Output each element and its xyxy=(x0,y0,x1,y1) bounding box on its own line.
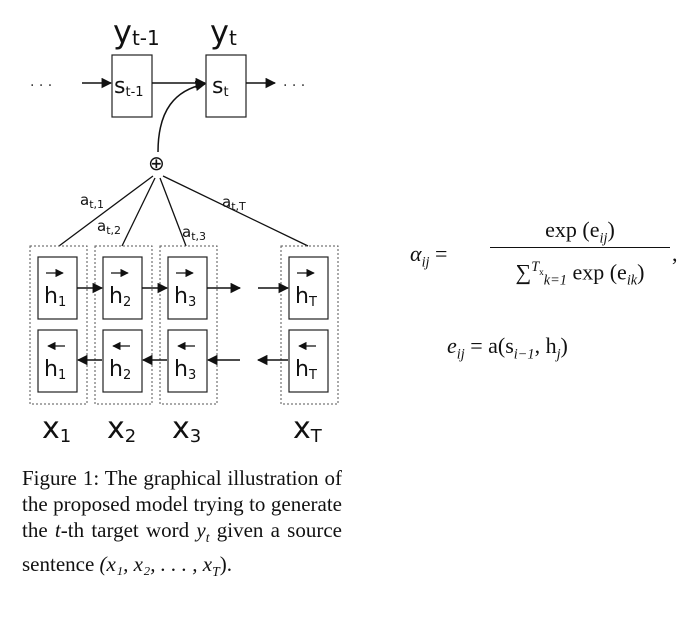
alpha-lhs: αij = xyxy=(410,241,448,271)
input-label-1: x1 xyxy=(42,411,71,447)
weight-label-T: at,T xyxy=(222,193,246,213)
input-label-3: x3 xyxy=(172,411,201,447)
svg-text:h2: h2 xyxy=(109,284,131,310)
encoder-column-3 xyxy=(159,245,218,405)
svg-text:h1: h1 xyxy=(44,284,66,310)
input-label-T: xT xyxy=(293,411,323,447)
encoder-column-2 xyxy=(94,245,153,405)
alpha-fraction: exp (eij) ∑Txk=1 exp (eik) xyxy=(490,215,670,289)
svg-text:h1: h1 xyxy=(44,357,66,383)
decoder-state-cur-label: st xyxy=(212,74,229,100)
alpha-numerator: exp (eij) xyxy=(545,217,615,247)
forward-state-labels: h1 h2 h3 hT xyxy=(44,268,317,310)
encoder-column-1 xyxy=(29,245,88,405)
decoder-dots-left: · · · xyxy=(30,78,52,94)
svg-text:hT: hT xyxy=(295,284,317,310)
backward-state-labels: h1 h2 h3 hT xyxy=(44,341,317,383)
alpha-equation: αij = exp (eij) ∑Txk=1 exp (eik) , xyxy=(410,215,690,295)
attention-line-1 xyxy=(58,175,154,247)
svg-text:hT: hT xyxy=(295,357,317,383)
backward-state-box-T xyxy=(288,329,329,393)
output-y-prev-label: yt-1 xyxy=(113,13,160,51)
svg-text:h3: h3 xyxy=(174,357,196,383)
weight-label-3: at,3 xyxy=(182,223,206,243)
weight-label-1: at,1 xyxy=(80,191,104,211)
decoder-state-prev-label: st-1 xyxy=(114,74,144,100)
attention-line-3 xyxy=(159,177,187,247)
svg-text:h2: h2 xyxy=(109,357,131,383)
alpha-comma: , xyxy=(672,241,678,266)
energy-equation: eij = a(si−1, hj) xyxy=(447,333,568,363)
figure-caption: Figure 1: The graphical illustration of … xyxy=(22,466,342,580)
input-label-2: x2 xyxy=(107,411,136,447)
decoder-dots-right: · · · xyxy=(283,78,305,94)
alpha-denominator: ∑Txk=1 exp (eik) xyxy=(515,259,645,289)
attention-line-2 xyxy=(121,177,156,247)
weight-label-2: at,2 xyxy=(97,217,121,237)
arrow-context-to-state xyxy=(157,80,207,153)
combine-symbol: ⊕ xyxy=(148,151,165,175)
encoder-column-T xyxy=(280,245,339,405)
svg-text:h3: h3 xyxy=(174,284,196,310)
attention-line-T xyxy=(162,175,309,247)
fraction-bar xyxy=(490,247,670,248)
output-y-cur-label: yt xyxy=(210,13,237,51)
